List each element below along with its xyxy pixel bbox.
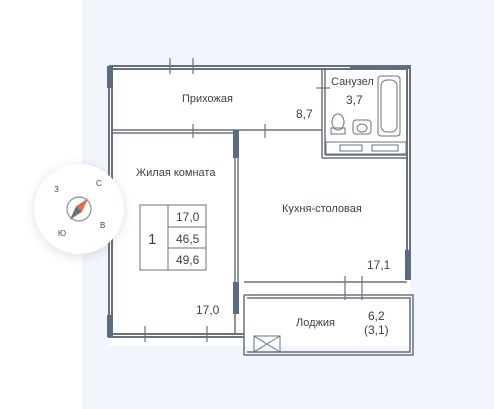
loggia-cabinet	[253, 335, 281, 353]
total-area-value: 46,5	[176, 232, 200, 246]
compass-east: В	[100, 221, 106, 230]
compass-needle-icon	[66, 196, 92, 222]
shelves	[325, 141, 407, 155]
windows	[107, 66, 411, 337]
hallway-area: 8,7	[296, 107, 313, 121]
kitchen-name: Кухня-столовая	[282, 203, 362, 215]
compass-south: Ю	[58, 229, 67, 238]
living-room-name: Жилая комната	[136, 167, 216, 179]
loggia-area-reduced: (3,1)	[364, 323, 389, 337]
compass-west: З	[54, 185, 59, 194]
compass: С З В Ю	[34, 164, 124, 254]
bathroom-area: 3,7	[346, 93, 363, 107]
compass-north: С	[96, 179, 102, 188]
sink	[352, 119, 372, 135]
room-count: 1	[148, 231, 157, 248]
door-marks	[144, 58, 363, 342]
living-room-area: 17,0	[196, 303, 220, 317]
loggia-outline	[243, 281, 414, 356]
hallway-name: Прихожая	[182, 93, 233, 105]
toilet	[330, 113, 346, 135]
bathroom-name: Санузел	[331, 76, 374, 88]
loggia-area: 6,2	[368, 309, 385, 323]
area-summary: 1 17,0 46,5 49,6	[140, 205, 206, 270]
kitchen-area: 17,1	[367, 258, 391, 272]
bathtub	[377, 75, 401, 137]
summary-box-lines	[139, 204, 207, 271]
living-area-value: 17,0	[176, 210, 200, 224]
total-with-loggia-value: 49,6	[176, 253, 200, 267]
loggia-name: Лоджия	[296, 317, 335, 329]
